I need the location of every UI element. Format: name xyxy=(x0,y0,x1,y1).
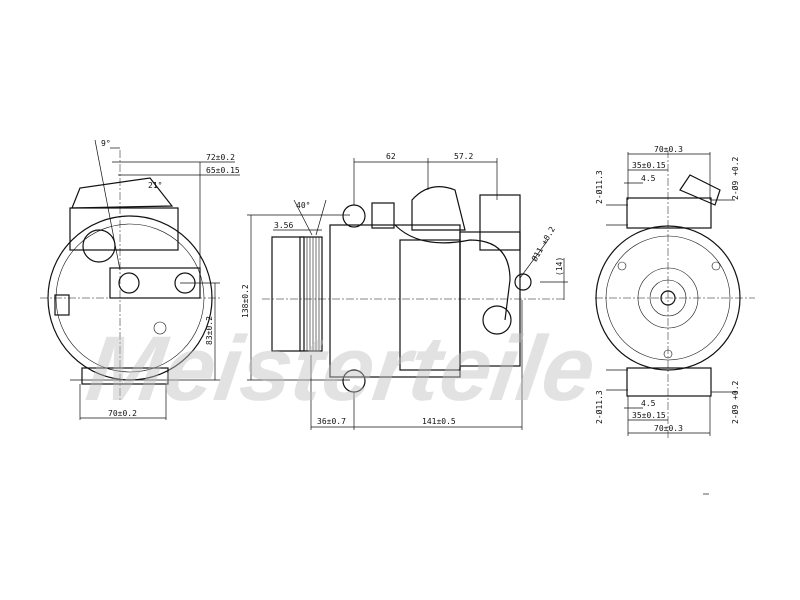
port-flange xyxy=(411,186,466,231)
front-view: 62 57.2 40° 3.56 138±0.2 Ø11 +0.2 (14) 3… xyxy=(241,152,568,430)
end-half-width-top: 35±0.15 xyxy=(632,161,666,170)
dim-top-right: 57.2 xyxy=(454,152,473,161)
pulley-offset: 36±0.7 xyxy=(317,417,346,426)
end-hole-right-bottom: 2-Ø9 +0.2 xyxy=(730,380,740,424)
wire-harness xyxy=(394,224,511,321)
mount-ear-top xyxy=(342,204,366,228)
side-left-lug xyxy=(54,294,70,316)
side-width-top: 72±0.2 xyxy=(206,153,235,162)
port-offset: (14) xyxy=(555,257,564,276)
end-half-width-bottom: 35±0.15 xyxy=(632,411,666,420)
end-top-mount xyxy=(626,197,712,229)
end-hole-left-bottom: 2-Ø11.3 xyxy=(594,390,604,424)
groove-pitch: 3.56 xyxy=(274,221,293,230)
watermark-logo: Meisterteile xyxy=(81,316,602,419)
side-port-upper xyxy=(82,229,116,263)
end-offset-bottom: 4.5 xyxy=(641,399,656,408)
end-bottom-mount xyxy=(626,367,712,397)
side-angle-top: 9° xyxy=(101,139,111,148)
overall-height: 138±0.2 xyxy=(241,284,250,318)
side-mount-hole-left xyxy=(118,272,140,294)
electrical-connector xyxy=(371,202,395,229)
side-top-block xyxy=(69,207,179,251)
body-length: 141±0.5 xyxy=(422,417,456,426)
side-width-base: 70±0.2 xyxy=(108,409,137,418)
port-diameter: Ø11 +0.2 xyxy=(529,224,557,263)
side-width-mid: 65±0.15 xyxy=(206,166,240,175)
pulley-grooves xyxy=(303,237,320,351)
side-angle-bracket: 21° xyxy=(148,181,162,190)
side-connector xyxy=(71,177,174,209)
side-view: 9° 72±0.2 65±0.15 21° 83±0.2 70±0.2 xyxy=(40,139,240,420)
end-hole-left-top: 2-Ø11.3 xyxy=(594,170,604,204)
end-width-top: 70±0.3 xyxy=(654,145,683,154)
end-offset-top: 4.5 xyxy=(641,174,656,183)
end-bolt xyxy=(617,261,627,271)
dim-top-left: 62 xyxy=(386,152,396,161)
side-screw xyxy=(153,321,167,335)
end-width-bottom: 70±0.3 xyxy=(654,424,683,433)
rear-port xyxy=(482,305,512,335)
ground-lug xyxy=(514,273,532,291)
side-base xyxy=(81,367,169,385)
end-bolt xyxy=(711,261,721,271)
side-height-mount: 83±0.2 xyxy=(205,316,214,345)
end-connector xyxy=(679,174,721,206)
end-view: 70±0.3 35±0.15 4.5 2-Ø11.3 2-Ø9 +0.2 70±… xyxy=(594,145,755,440)
pulley-angle: 40° xyxy=(296,201,310,210)
end-hole-right-top: 2-Ø9 +0.2 xyxy=(730,156,740,200)
pulley xyxy=(299,236,323,352)
